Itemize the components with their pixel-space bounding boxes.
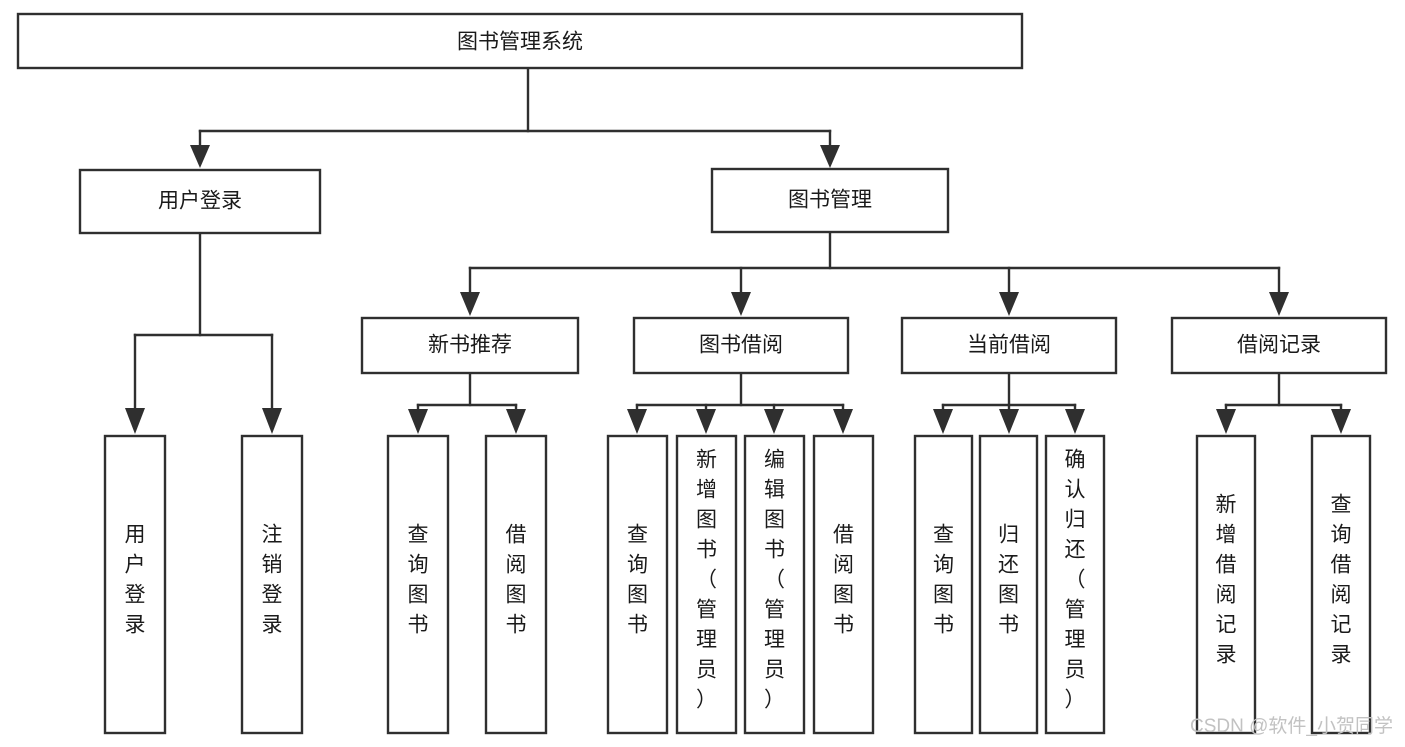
node-current-borrow-label: 当前借阅 bbox=[967, 334, 1051, 357]
arrow-head-leaf-return-book bbox=[999, 409, 1019, 434]
arrow-head-leaf-add-book-admin bbox=[696, 409, 716, 434]
node-leaf-query-book-recommend[interactable]: 查询图书 bbox=[386, 434, 450, 735]
arrow-head-leaf-query-book-recommend bbox=[408, 409, 428, 434]
node-user-login-label: 用户登录 bbox=[158, 190, 242, 213]
connector-group-user-login bbox=[125, 231, 282, 434]
node-new-book-recommend[interactable]: 新书推荐 bbox=[360, 316, 580, 375]
node-leaf-query-book-borrow-box[interactable] bbox=[606, 434, 669, 735]
node-leaf-user-login-label: 用户登录 bbox=[125, 524, 146, 637]
node-leaf-user-login[interactable]: 用户登录 bbox=[103, 434, 167, 735]
node-current-borrow-box[interactable] bbox=[900, 316, 1118, 375]
node-user-login[interactable]: 用户登录 bbox=[78, 168, 322, 235]
arrow-head-borrow-record bbox=[1269, 292, 1289, 316]
node-leaf-add-book-admin-label: 新增图书（管理员） bbox=[696, 449, 717, 712]
node-current-borrow[interactable]: 当前借阅 bbox=[900, 316, 1118, 375]
node-leaf-query-borrow-record-box[interactable] bbox=[1310, 434, 1372, 735]
node-leaf-query-borrow-record[interactable]: 查询借阅记录 bbox=[1310, 434, 1372, 735]
node-leaf-add-book-admin[interactable]: 新增图书（管理员） bbox=[675, 434, 738, 735]
arrow-head-book-manage bbox=[820, 145, 840, 168]
arrow-head-current-borrow bbox=[999, 292, 1019, 316]
node-leaf-return-book-label: 归还图书 bbox=[998, 524, 1019, 637]
arrow-head-leaf-borrow-book-recommend bbox=[506, 409, 526, 434]
node-book-borrow-label: 图书借阅 bbox=[699, 334, 783, 357]
node-book-manage-label: 图书管理 bbox=[788, 189, 872, 212]
node-leaf-confirm-return-admin-box[interactable] bbox=[1044, 434, 1106, 735]
node-leaf-logout[interactable]: 注销登录 bbox=[240, 434, 304, 735]
node-leaf-query-book-current[interactable]: 查询图书 bbox=[913, 434, 974, 735]
node-leaf-borrow-book-box[interactable] bbox=[812, 434, 875, 735]
node-leaf-query-book-current-box[interactable] bbox=[913, 434, 974, 735]
connector-group-root bbox=[190, 66, 840, 168]
node-leaf-borrow-book[interactable]: 借阅图书 bbox=[812, 434, 875, 735]
arrow-head-leaf-add-borrow-record bbox=[1216, 409, 1236, 434]
connector-group-current-borrow bbox=[933, 371, 1085, 434]
watermark-label: CSDN @软件_小贺同学 bbox=[1190, 715, 1393, 737]
node-leaf-query-book-current-label: 查询图书 bbox=[933, 524, 954, 637]
connector-group-new-book-recommend bbox=[408, 371, 526, 434]
node-leaf-add-book-admin-box[interactable] bbox=[675, 434, 738, 735]
node-leaf-confirm-return-admin[interactable]: 确认归还（管理员） bbox=[1044, 434, 1106, 735]
node-user-login-box[interactable] bbox=[78, 168, 322, 235]
node-leaf-edit-book-admin-box[interactable] bbox=[743, 434, 806, 735]
leaf-node-layer: 用户登录 注销登录 查询图书 借阅图书 查询图书 新增图书（管理员） 编辑图书（管理员） 借阅… bbox=[103, 434, 1372, 735]
arrow-head-user-login bbox=[190, 145, 210, 168]
node-leaf-query-book-recommend-box[interactable] bbox=[386, 434, 450, 735]
node-leaf-query-book-borrow[interactable]: 查询图书 bbox=[606, 434, 669, 735]
node-leaf-add-borrow-record-label: 新增借阅记录 bbox=[1216, 494, 1237, 667]
node-leaf-borrow-book-label: 借阅图书 bbox=[833, 524, 854, 637]
arrow-head-leaf-query-book-current bbox=[933, 409, 953, 434]
node-leaf-add-borrow-record[interactable]: 新增借阅记录 bbox=[1195, 434, 1257, 735]
node-leaf-logout-label: 注销登录 bbox=[262, 524, 283, 637]
node-leaf-add-borrow-record-box[interactable] bbox=[1195, 434, 1257, 735]
node-book-manage[interactable]: 图书管理 bbox=[710, 167, 950, 234]
node-borrow-record-label: 借阅记录 bbox=[1237, 334, 1321, 357]
connector-group-book-manage bbox=[460, 230, 1289, 316]
node-new-book-recommend-label: 新书推荐 bbox=[428, 334, 512, 357]
node-leaf-confirm-return-admin-label: 确认归还（管理员） bbox=[1065, 449, 1086, 712]
arrow-head-leaf-borrow-book bbox=[833, 409, 853, 434]
node-borrow-record[interactable]: 借阅记录 bbox=[1170, 316, 1388, 375]
node-new-book-recommend-box[interactable] bbox=[360, 316, 580, 375]
arrow-head-leaf-confirm-return-admin bbox=[1065, 409, 1085, 434]
node-root[interactable]: 图书管理系统 bbox=[16, 12, 1024, 70]
node-leaf-borrow-book-recommend[interactable]: 借阅图书 bbox=[484, 434, 548, 735]
node-book-borrow-box[interactable] bbox=[632, 316, 850, 375]
arrow-head-book-borrow bbox=[731, 292, 751, 316]
node-leaf-borrow-book-recommend-box[interactable] bbox=[484, 434, 548, 735]
arrow-head-leaf-edit-book-admin bbox=[764, 409, 784, 434]
arrow-head-leaf-query-book-borrow bbox=[627, 409, 647, 434]
connector-group-borrow-record bbox=[1216, 371, 1351, 434]
node-borrow-record-box[interactable] bbox=[1170, 316, 1388, 375]
node-leaf-return-book-box[interactable] bbox=[978, 434, 1039, 735]
node-leaf-edit-book-admin-label: 编辑图书（管理员） bbox=[764, 449, 785, 712]
arrow-head-leaf-user-login bbox=[125, 408, 145, 434]
node-book-manage-box[interactable] bbox=[710, 167, 950, 234]
node-leaf-user-login-box[interactable] bbox=[103, 434, 167, 735]
node-book-borrow[interactable]: 图书借阅 bbox=[632, 316, 850, 375]
node-root-label: 图书管理系统 bbox=[457, 31, 583, 54]
node-leaf-query-book-borrow-label: 查询图书 bbox=[627, 524, 648, 637]
node-leaf-return-book[interactable]: 归还图书 bbox=[978, 434, 1039, 735]
arrow-head-new-book-recommend bbox=[460, 292, 480, 316]
arrow-head-leaf-query-borrow-record bbox=[1331, 409, 1351, 434]
node-leaf-borrow-book-recommend-label: 借阅图书 bbox=[506, 524, 527, 637]
node-leaf-query-borrow-record-label: 查询借阅记录 bbox=[1331, 494, 1352, 667]
connector-group-book-borrow bbox=[627, 371, 853, 434]
node-leaf-logout-box[interactable] bbox=[240, 434, 304, 735]
node-root-box[interactable] bbox=[16, 12, 1024, 70]
node-leaf-query-book-recommend-label: 查询图书 bbox=[408, 524, 429, 637]
arrow-head-leaf-logout bbox=[262, 408, 282, 434]
node-leaf-edit-book-admin[interactable]: 编辑图书（管理员） bbox=[743, 434, 806, 735]
